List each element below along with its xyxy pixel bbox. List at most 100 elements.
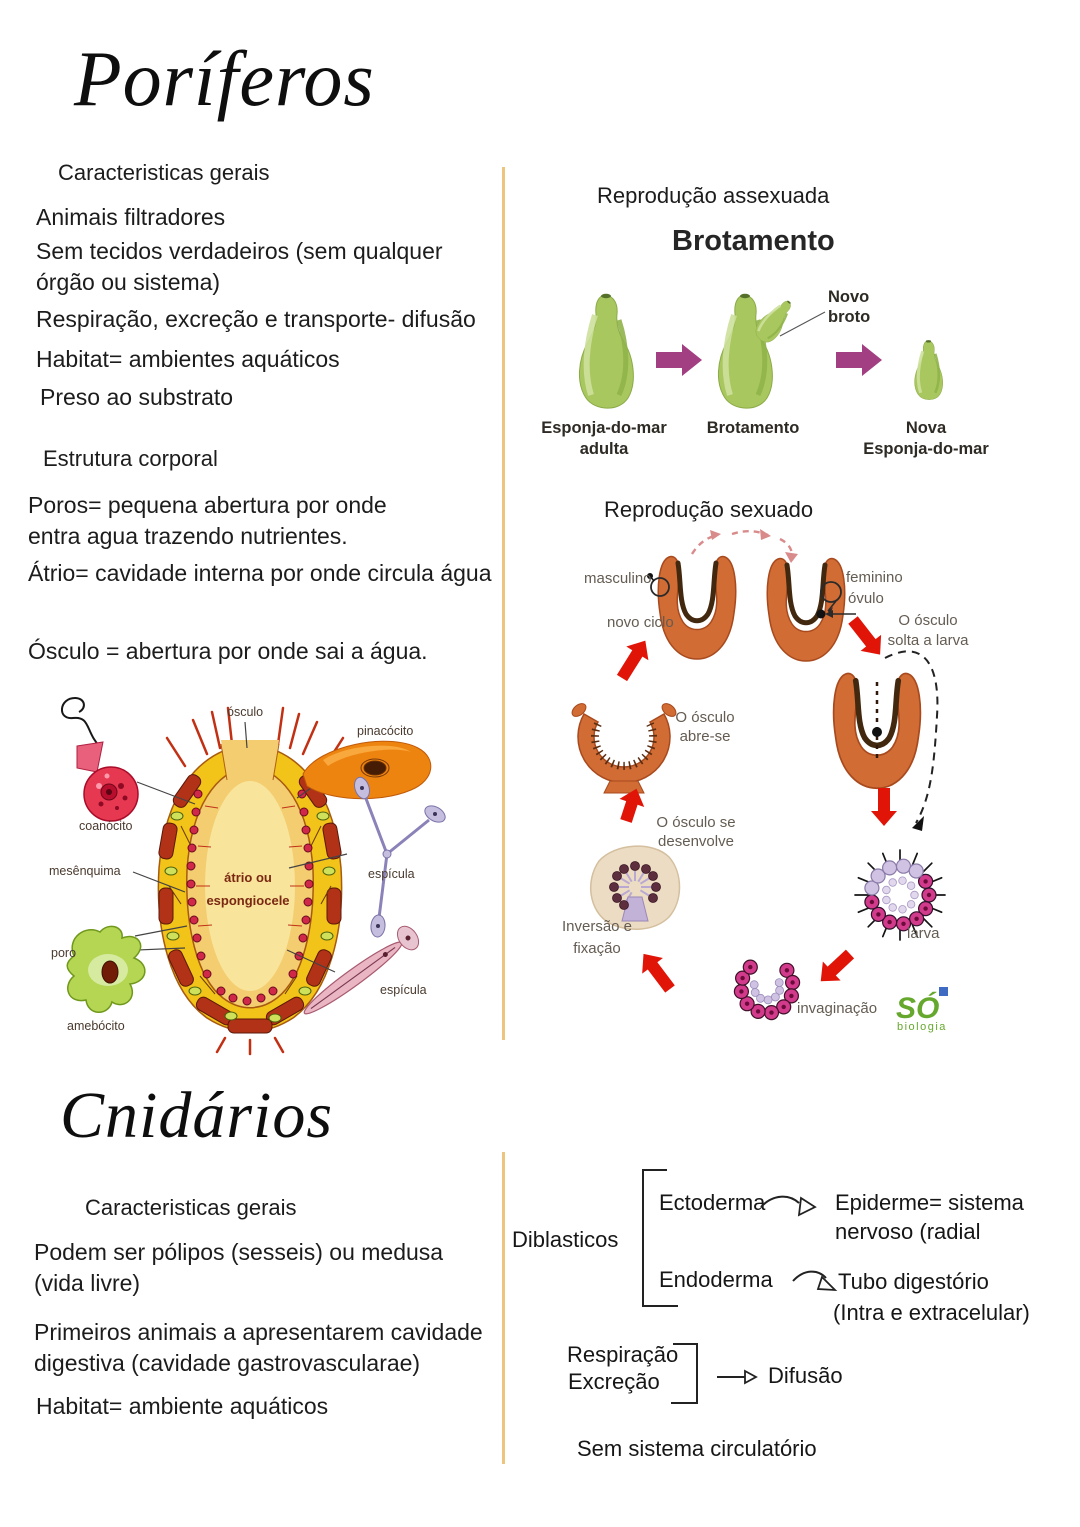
osculo-abre-label-line1: O ósculo bbox=[675, 709, 734, 726]
espicula-top-label: espícula bbox=[368, 867, 415, 881]
osculo-spikes bbox=[165, 706, 345, 1056]
logo-square-icon bbox=[939, 987, 948, 996]
excrecao-label: Excreção bbox=[568, 1369, 660, 1394]
open-osculo-sponge bbox=[571, 703, 677, 794]
mesenquima-label: mesênquima bbox=[49, 864, 121, 878]
poriferos-title: Poríferos bbox=[74, 35, 375, 122]
osculo-desenvolve-label-line2: desenvolve bbox=[658, 833, 734, 850]
cycle-dashed-arrowheads bbox=[710, 529, 798, 563]
logo-text: SÓ bbox=[896, 991, 939, 1025]
endoderma-arrow bbox=[792, 1270, 827, 1282]
novo-broto-label-line2: broto bbox=[828, 308, 870, 326]
difusao-label: Difusão bbox=[768, 1363, 843, 1388]
male-sponge bbox=[658, 557, 735, 659]
espicula-bottom-label: espícula bbox=[380, 983, 427, 997]
cnidarios-bullet: Primeiros animais a apresentarem cavidad… bbox=[34, 1319, 483, 1376]
so-biologia-logo: SÓ biologia bbox=[896, 987, 948, 1033]
arrow-right-icon bbox=[836, 344, 882, 376]
osculo-opening bbox=[221, 740, 279, 780]
poriferos-bullet: Respiração, excreção e transporte- difus… bbox=[36, 306, 476, 332]
cnidarios-caracteristicas-heading: Caracteristicas gerais bbox=[85, 1195, 297, 1220]
diblasticos-diagram: Diblasticos Ectoderma Epiderme= sistema … bbox=[512, 1169, 1030, 1461]
inversao-label-line1: Inversão e bbox=[562, 918, 632, 935]
endoderma-arrowhead-icon bbox=[816, 1275, 838, 1292]
tubo-label-line1: Tubo digestório bbox=[838, 1269, 989, 1294]
masculino-label: masculino bbox=[584, 570, 652, 587]
ectoderma-arrowhead-icon bbox=[797, 1196, 817, 1217]
poriferos-caracteristicas-heading: Caracteristicas gerais bbox=[58, 160, 270, 185]
coanocito-label: coanócito bbox=[79, 819, 133, 833]
sexuada-heading: Reprodução sexuado bbox=[604, 497, 814, 522]
poriferos-bullet: Habitat= ambientes aquáticos bbox=[36, 346, 340, 372]
cnidarios-bullet: Habitat= ambiente aquáticos bbox=[36, 1393, 329, 1419]
pinacocito-label: pinacócito bbox=[357, 724, 413, 738]
atrium-core bbox=[205, 781, 295, 991]
estrutura-item: Poros= pequena abertura por onde entra a… bbox=[28, 492, 387, 549]
endoderma-label: Endoderma bbox=[659, 1267, 774, 1292]
atrio-label-line1: átrio ou bbox=[224, 870, 272, 885]
choanocyte-rows bbox=[186, 789, 314, 1006]
budding-sponge bbox=[718, 294, 772, 408]
pinacocito-cell bbox=[302, 740, 432, 800]
ovulo-pointer bbox=[816, 609, 856, 619]
brotamento-title: Brotamento bbox=[672, 225, 835, 257]
ectoderma-label: Ectoderma bbox=[659, 1190, 766, 1215]
difusao-arrowhead-icon bbox=[744, 1369, 758, 1385]
wall-cells bbox=[164, 811, 336, 1023]
adulta-label-line1: Esponja-do-mar bbox=[541, 419, 667, 437]
inversao-label-line2: fixação bbox=[573, 940, 621, 957]
adulta-label-line2: adulta bbox=[580, 440, 629, 458]
epiderme-label-line2: nervoso (radial bbox=[835, 1219, 981, 1244]
novo-broto-label-line1: Novo bbox=[828, 288, 869, 306]
diblasticos-label: Diblasticos bbox=[512, 1227, 618, 1252]
nova-label-line2: Esponja-do-mar bbox=[863, 440, 989, 458]
female-sponge bbox=[767, 559, 844, 661]
osculo-label: ósculo bbox=[227, 705, 263, 719]
cycle-dashed-arrows bbox=[690, 530, 794, 561]
epiderme-label-line1: Epiderme= sistema bbox=[835, 1190, 1025, 1215]
osculo-solta-label-line1: O ósculo bbox=[898, 612, 957, 629]
larva-release-arrowhead bbox=[912, 816, 924, 831]
sexual-cycle-diagram: masculino novo ciclo feminino óvulo O ós… bbox=[562, 529, 970, 1033]
larva-stage bbox=[854, 849, 946, 941]
brotamento-diagram: Novo broto Esponja-do-mar adulta Brotame… bbox=[541, 288, 989, 458]
novo-ciclo-label: novo ciclo bbox=[607, 614, 674, 631]
feminino-label: feminino bbox=[846, 569, 903, 586]
male-symbol-icon bbox=[647, 573, 670, 597]
estrutura-heading: Estrutura corporal bbox=[43, 446, 218, 471]
respiracao-label: Respiração bbox=[567, 1342, 678, 1367]
novo-broto-pointer bbox=[779, 311, 826, 337]
larva-release-path bbox=[884, 650, 939, 824]
larva-dot bbox=[872, 727, 882, 737]
osculo-abre-label-line2: abre-se bbox=[680, 728, 731, 745]
inversion-stage bbox=[590, 845, 681, 930]
left-bracket bbox=[642, 1169, 678, 1307]
vertical-divider-top bbox=[502, 167, 505, 1040]
amebocito-label: amebócito bbox=[67, 1019, 125, 1033]
poriferos-bullet: Animais filtradores bbox=[36, 204, 226, 230]
osculo-desenvolve-label-line1: O ósculo se bbox=[656, 814, 735, 831]
sponge-anatomy-diagram: ósculo pinacócito coanócito mesênquima á… bbox=[49, 696, 446, 1056]
arrow-right-icon bbox=[656, 344, 702, 376]
atrio-label-line2: espongiocele bbox=[206, 893, 289, 908]
espicula-top-cell bbox=[354, 776, 446, 938]
invagination-stage bbox=[733, 959, 801, 1021]
sem-sistema-label: Sem sistema circulatório bbox=[577, 1436, 817, 1461]
poriferos-bullet: Preso ao substrato bbox=[40, 384, 234, 410]
right-bracket bbox=[671, 1343, 698, 1404]
assexuada-heading: Reprodução assexuada bbox=[597, 183, 830, 208]
invaginacao-label: invaginação bbox=[797, 1000, 877, 1017]
cycle-red-arrows bbox=[616, 616, 897, 993]
new-sponge bbox=[913, 338, 945, 402]
adult-sponge bbox=[579, 294, 633, 408]
cnidarios-bullet: Podem ser pólipos (sesseis) ou medusa (v… bbox=[34, 1239, 444, 1296]
larva-label: larva bbox=[907, 925, 940, 942]
vertical-divider-bottom bbox=[502, 1152, 505, 1464]
poriferos-bullet: Sem tecidos verdadeiros (sem qualquer ór… bbox=[36, 238, 443, 295]
amebocito-cell bbox=[66, 925, 146, 1013]
estrutura-item: Ósculo = abertura por onde sai a água. bbox=[28, 638, 428, 664]
nova-label-line1: Nova bbox=[906, 419, 947, 437]
tubo-label-line2: (Intra e extracelular) bbox=[833, 1300, 1030, 1325]
osculo-solta-label-line2: solta a larva bbox=[888, 632, 970, 649]
